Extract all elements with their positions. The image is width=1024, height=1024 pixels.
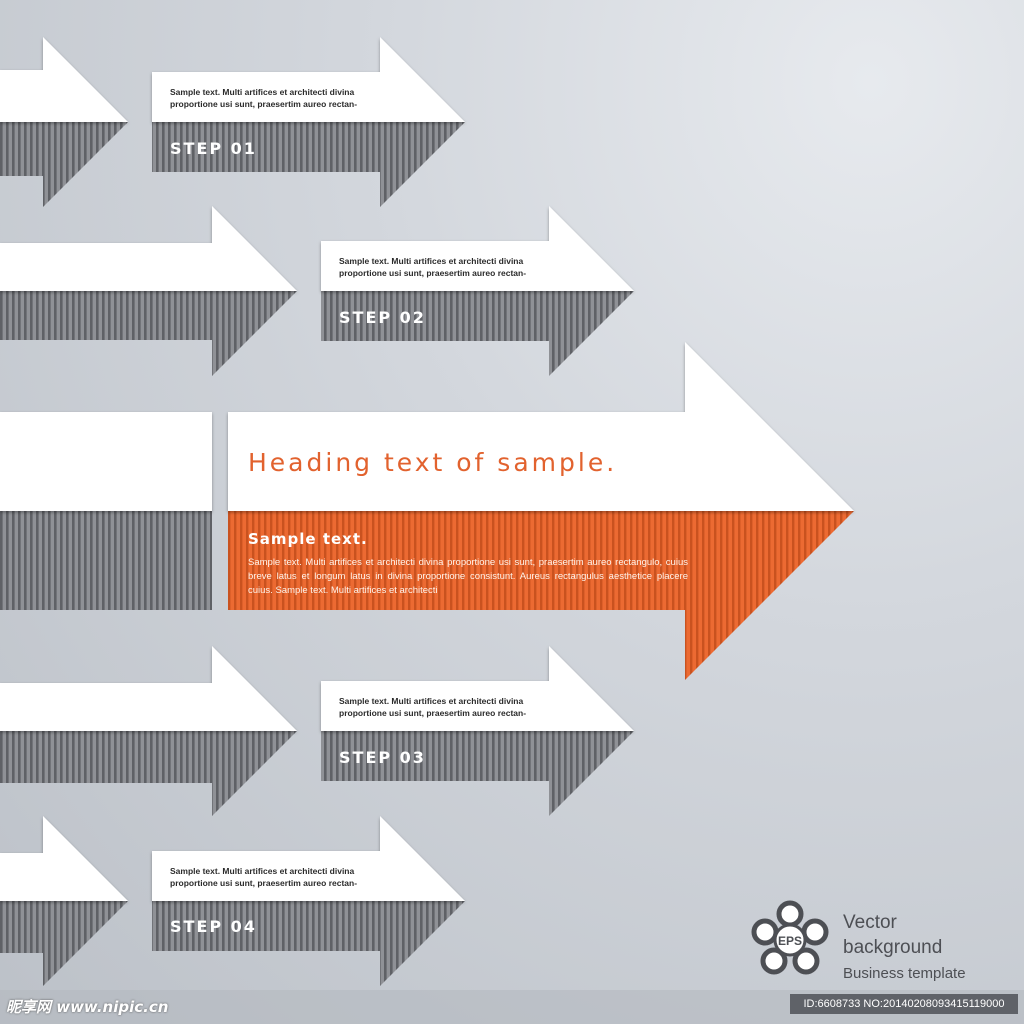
left-block-main-top	[0, 412, 212, 511]
step-1-desc-line2: proportione usi sunt, praesertim aureo r…	[170, 99, 358, 109]
left-block-main-bottom	[0, 511, 212, 610]
step-2-desc-line1: Sample text. Multi artifices et architec…	[339, 256, 524, 266]
step-3-desc-line2: proportione usi sunt, praesertim aureo r…	[339, 708, 527, 718]
footer-id-badge: ID:6608733 NO:20140208093415119000	[790, 994, 1018, 1014]
step-arrow-2-bottom	[321, 291, 634, 376]
step-2-label: STEP 02	[339, 308, 426, 327]
step-arrow-1-top	[152, 37, 465, 122]
left-arrow-3-bottom	[0, 731, 297, 816]
footer-site-watermark: 昵享网 www.nipic.cn	[6, 998, 169, 1016]
step-arrow-2-top	[321, 206, 634, 291]
step-1-label: STEP 01	[170, 139, 257, 158]
arrow-row-3	[0, 646, 634, 816]
step-3-label: STEP 03	[339, 748, 426, 767]
main-body-text: Sample text. Multi artifices et architec…	[248, 557, 688, 596]
arrow-row-main	[0, 342, 854, 680]
step-arrow-1-bottom	[152, 122, 465, 207]
arrow-row-1	[0, 37, 465, 207]
step-1-desc-line1: Sample text. Multi artifices et architec…	[170, 87, 355, 97]
logo-line-vector: Vector	[843, 912, 897, 933]
step-4-label: STEP 04	[170, 917, 257, 936]
main-subheading: Sample text.	[248, 530, 368, 548]
step-arrow-3-bottom	[321, 731, 634, 816]
left-arrow-4-top	[0, 816, 128, 901]
logo-badge: EPS	[778, 934, 802, 948]
flower-circles-icon: EPS	[751, 900, 829, 975]
main-arrow-top	[228, 342, 854, 511]
logo-line-background: background	[843, 937, 943, 958]
arrow-row-4	[0, 816, 465, 986]
left-arrow-2-bottom	[0, 291, 297, 376]
step-4-desc-line1: Sample text. Multi artifices et architec…	[170, 866, 355, 876]
step-4-desc-line2: proportione usi sunt, praesertim aureo r…	[170, 878, 358, 888]
left-arrow-2-top	[0, 206, 297, 291]
left-arrow-1-top	[0, 37, 128, 122]
step-2-desc-line2: proportione usi sunt, praesertim aureo r…	[339, 268, 527, 278]
step-3-desc-line1: Sample text. Multi artifices et architec…	[339, 696, 524, 706]
main-arrow-bottom	[228, 511, 854, 680]
step-arrow-3-top	[321, 646, 634, 731]
main-heading: Heading text of sample.	[248, 448, 618, 477]
left-arrow-3-top	[0, 646, 297, 731]
arrow-row-2	[0, 206, 634, 376]
left-arrow-4-bottom	[0, 901, 128, 986]
left-arrow-1-bottom	[0, 122, 128, 207]
step-arrow-4-top	[152, 816, 465, 901]
logo-line-business: Business template	[843, 965, 966, 982]
step-arrow-4-bottom	[152, 901, 465, 986]
